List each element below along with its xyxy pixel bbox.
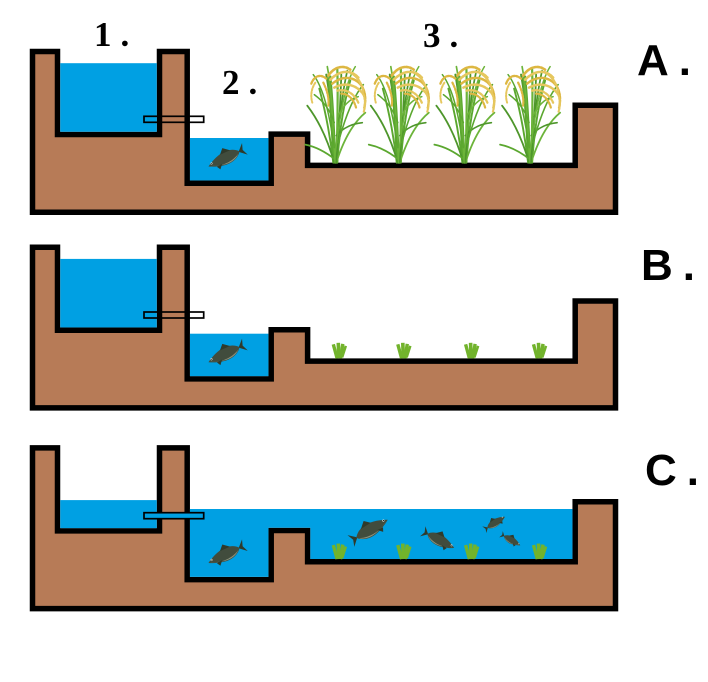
label-1: 1. — [94, 15, 139, 54]
panel-a-earth-structure — [29, 48, 619, 215]
panel-b-seedling-2 — [395, 341, 413, 361]
panel-c-reservoir-water — [60, 500, 157, 529]
panel-b — [29, 244, 619, 411]
panel-b-seedling-4 — [531, 341, 548, 361]
panel-c-earth-structure — [29, 445, 619, 612]
panel-b-pipe — [143, 311, 205, 319]
panel-a-rice-plant-3 — [433, 65, 496, 164]
panel-c — [29, 445, 619, 612]
label-3: 3. — [423, 16, 468, 55]
panel-a-rice-plant-4 — [498, 65, 562, 164]
panel-a — [29, 48, 619, 215]
panel-b-seedling-1 — [331, 341, 348, 361]
panel-a-pipe — [143, 115, 205, 124]
label-c: C. — [645, 446, 708, 495]
panel-c-pipe — [143, 511, 205, 520]
panel-b-seedling-3 — [463, 341, 480, 361]
panel-a-rice-plant-2 — [367, 65, 431, 164]
label-2: 2. — [222, 63, 267, 102]
panel-c-flood-water — [189, 509, 573, 577]
label-a: A. — [637, 36, 701, 85]
panel-b-earth-structure — [29, 244, 619, 411]
panel-a-rice-plant-1 — [303, 65, 367, 164]
panel-a-reservoir-water — [60, 63, 157, 132]
label-b: B. — [641, 241, 705, 290]
panel-b-reservoir-water — [60, 258, 157, 328]
